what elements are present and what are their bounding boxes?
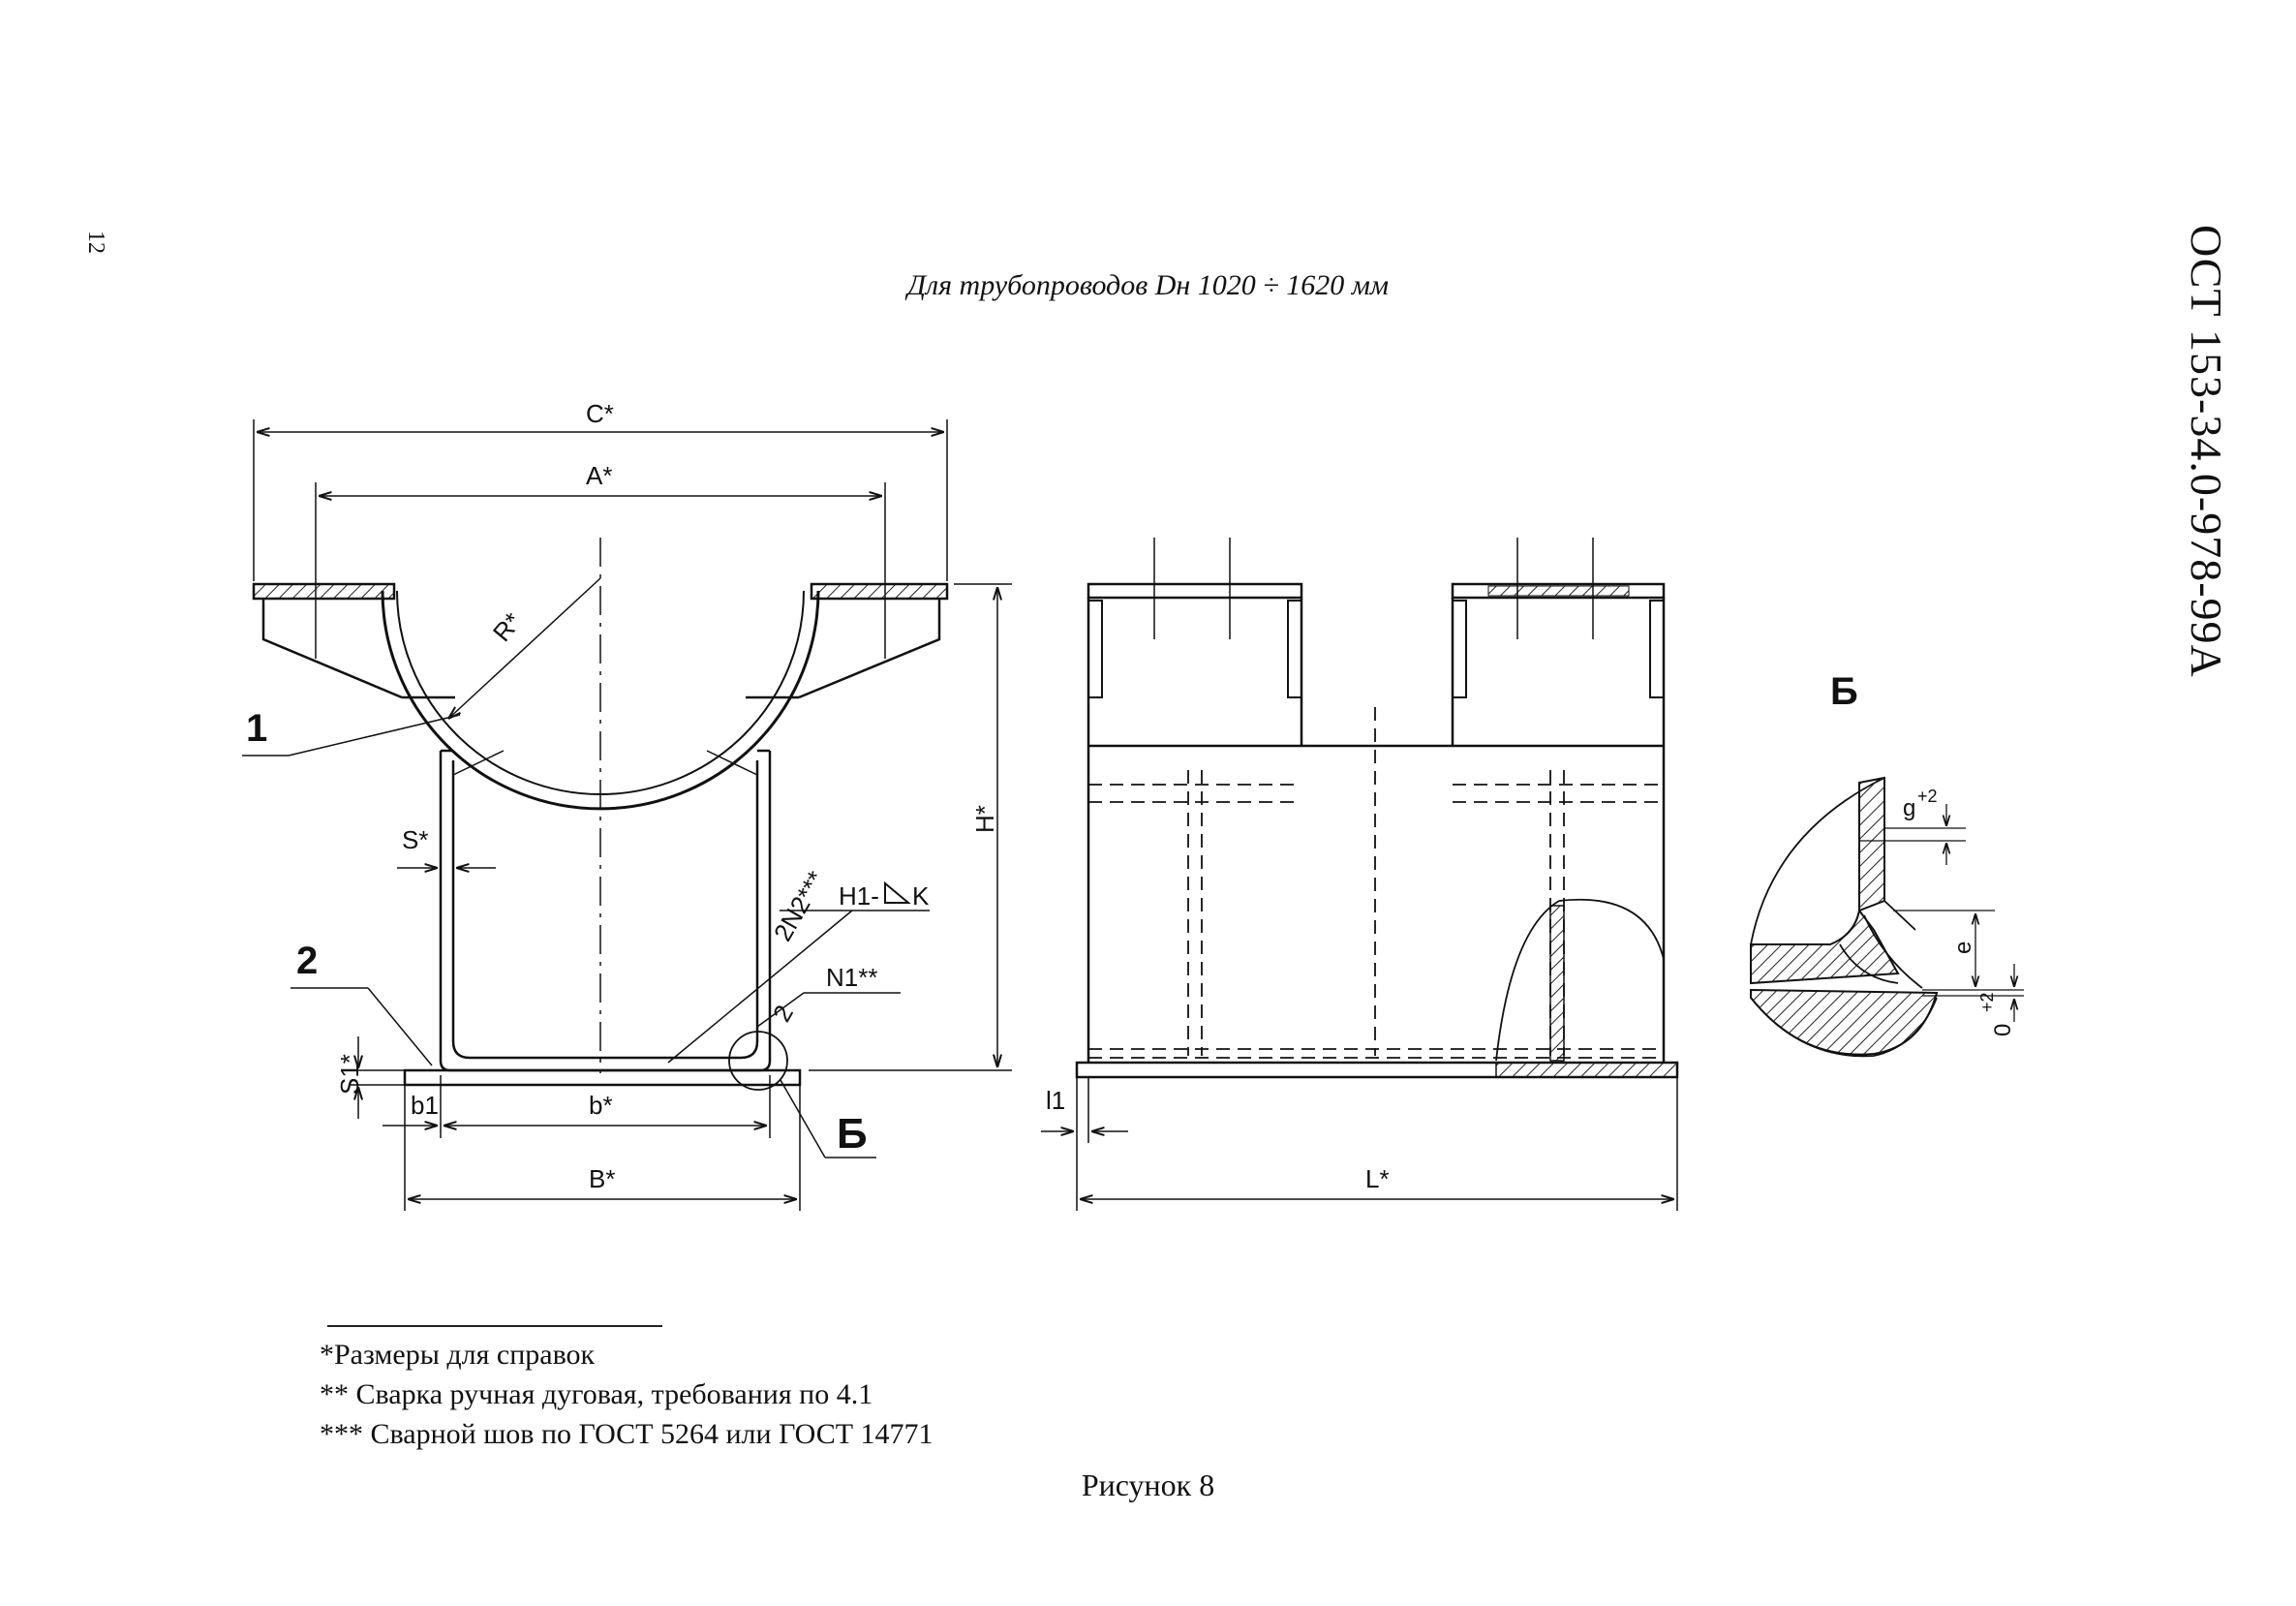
detail-title: Б bbox=[1830, 670, 1858, 713]
callout-2: 2 bbox=[296, 940, 318, 982]
base-plate bbox=[403, 1068, 802, 1087]
detail-zero-label: 0 bbox=[1990, 1024, 2016, 1036]
dim-l1-label: l1 bbox=[1046, 1086, 1065, 1115]
detail-circle bbox=[728, 1031, 788, 1091]
detail-labels: Б g +2 e 0 +2 bbox=[1830, 670, 2016, 1036]
detail-e-label: e bbox=[1950, 942, 1976, 954]
footnote-2: ** Сварка ручная дуговая, требования по … bbox=[320, 1378, 873, 1410]
side-view-labels: l1 L* bbox=[1046, 1086, 1390, 1193]
document-code: ОСТ 153-34.0-978-99А bbox=[2182, 225, 2231, 678]
dim-h-label: H* bbox=[970, 805, 999, 833]
detail-g-label: g bbox=[1903, 795, 1915, 821]
weld-h1-label: H1- bbox=[839, 881, 879, 911]
front-view-labels: C* A* R* 1 S* H* 2N2*** H1- K N1** 2 2 S… bbox=[246, 399, 999, 1193]
right-flange bbox=[810, 582, 949, 601]
dim-bb-label: B* bbox=[589, 1164, 615, 1193]
front-view bbox=[242, 419, 1012, 1211]
u-channel-outer bbox=[439, 751, 772, 1072]
detail-view bbox=[1750, 776, 2024, 1058]
figure-caption: Рисунок 8 bbox=[1081, 1467, 1215, 1502]
drawing-caption: Для трубопроводов Dн 1020 ÷ 1620 мм bbox=[906, 269, 1390, 301]
left-flange bbox=[252, 582, 396, 601]
dim-l-label: L* bbox=[1365, 1164, 1390, 1193]
dim-s1-label: S1* bbox=[335, 1054, 364, 1095]
weld-n1-label: N1** bbox=[826, 963, 877, 992]
side-view bbox=[1041, 538, 1679, 1211]
footnotes: *Размеры для справок ** Сварка ручная ду… bbox=[320, 1335, 934, 1454]
dim-s-label: S* bbox=[402, 825, 428, 854]
footnote-3: *** Сварной шов по ГОСТ 5264 или ГОСТ 14… bbox=[320, 1418, 934, 1450]
dim-r-label: R* bbox=[487, 607, 528, 647]
u-channel-inner bbox=[451, 760, 759, 1060]
dim-b-label: b* bbox=[589, 1091, 613, 1120]
callout-1: 1 bbox=[246, 707, 267, 750]
notes-separator bbox=[327, 1325, 662, 1327]
dim-c-label: C* bbox=[586, 399, 614, 428]
dim-a-label: A* bbox=[586, 461, 612, 490]
weld-k-label: K bbox=[912, 881, 930, 911]
detail-g-tolerance: +2 bbox=[1917, 787, 1938, 806]
weld-2n2-label: 2N2*** bbox=[768, 866, 831, 946]
view-b-callout: Б bbox=[837, 1110, 868, 1158]
fillet-weld-symbol bbox=[884, 880, 911, 904]
callout-2-small: 2 bbox=[767, 1000, 799, 1027]
dim-b1-label: b1 bbox=[411, 1091, 439, 1120]
radius-line bbox=[448, 577, 601, 719]
detail-zero-tolerance: +2 bbox=[1977, 992, 1997, 1012]
footnote-1: *Размеры для справок bbox=[320, 1339, 596, 1371]
